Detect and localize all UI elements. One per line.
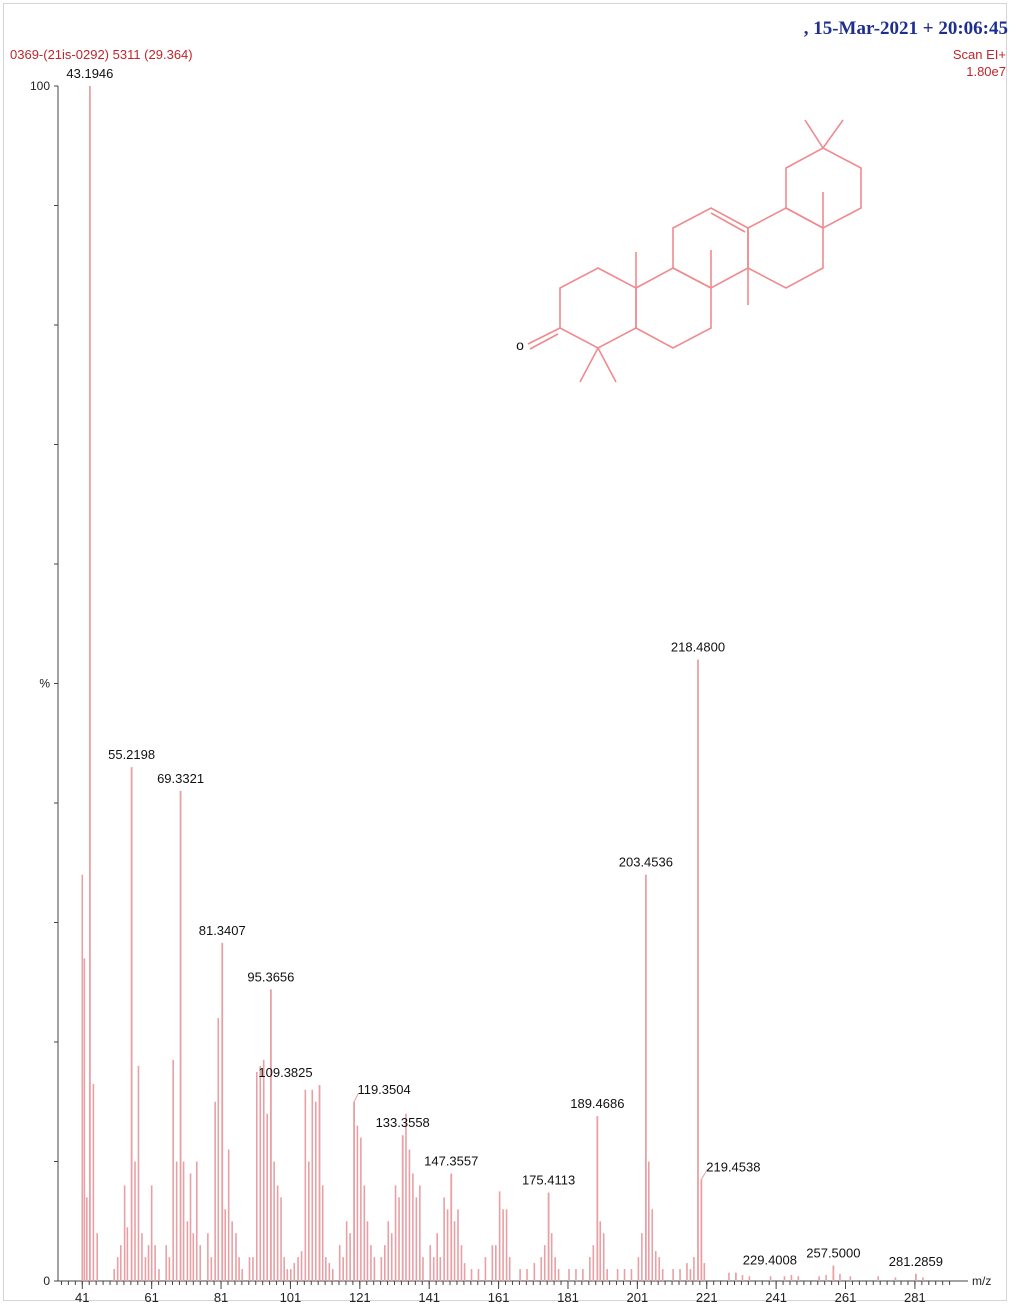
acquisition-datetime: , 15-Mar-2021 + 20:06:45 (803, 18, 1008, 39)
chart-axes: 0% 100 41 61 81 101 121 141 161 181 201 221 241 261 28… (30, 79, 991, 1305)
x-tick-label: 281 (904, 1290, 926, 1305)
x-tick-label: 241 (765, 1290, 787, 1305)
x-tick-label: 161 (488, 1290, 510, 1305)
x-tick-label: 261 (835, 1290, 857, 1305)
peak-label: 109.3825 (258, 1065, 312, 1080)
peak-label: 281.2859 (889, 1254, 943, 1269)
structure-atom-label: o (516, 337, 524, 353)
x-tick-label: 121 (349, 1290, 371, 1305)
peak-label: 203.4536 (619, 855, 673, 870)
label-leader (353, 1093, 359, 1102)
peak-label: 218.4800 (671, 640, 725, 655)
peak-label: 43.1946 (66, 66, 113, 81)
structure-bond (597, 347, 617, 383)
peak-label: 147.3557 (424, 1153, 478, 1168)
x-tick-label: 41 (75, 1290, 89, 1305)
spectrum-frame (3, 3, 1007, 1301)
structure-bond (579, 347, 599, 383)
x-axis-label: m/z (972, 1274, 991, 1288)
x-tick-label: 201 (627, 1290, 649, 1305)
x-tick-label: 81 (214, 1290, 228, 1305)
base-peak-intensity: 1.80e7 (966, 64, 1006, 79)
y-tick-label: % (39, 677, 50, 691)
structure-bond (804, 119, 824, 149)
structure-ring (635, 267, 712, 349)
structure-bond (529, 333, 559, 350)
peak-label: 189.4686 (570, 1096, 624, 1111)
chemical-structure: o (516, 119, 862, 383)
peak-label: 229.4008 (743, 1253, 797, 1268)
structure-ring (747, 207, 824, 289)
peak-label: 219.4538 (706, 1159, 760, 1174)
y-tick-label: 0 (43, 1274, 50, 1288)
structure-bond (822, 119, 844, 149)
y-tick-label: 100 (30, 79, 50, 93)
label-leader (700, 1169, 708, 1180)
peak-label: 257.5000 (806, 1245, 860, 1260)
peak-label: 95.3656 (247, 969, 294, 984)
structure-bond (527, 327, 561, 345)
structure-bond (710, 212, 746, 233)
chart-peaks (81, 86, 924, 1281)
structure-ring (559, 267, 637, 349)
peak-label: 175.4113 (522, 1173, 575, 1188)
scan-mode: Scan EI+ (952, 47, 1006, 62)
peak-label: 69.3321 (157, 771, 204, 786)
x-tick-label: 61 (144, 1290, 158, 1305)
peak-label: 55.2198 (108, 747, 155, 762)
peak-label: 133.3558 (376, 1115, 430, 1130)
x-tick-label: 101 (280, 1290, 302, 1305)
peak-label: 119.3504 (357, 1082, 410, 1097)
peak-label: 81.3407 (199, 923, 246, 938)
sample-label: 0369-(21is-0292) 5311 (29.364) (10, 47, 193, 62)
x-tick-label: 141 (418, 1290, 440, 1305)
x-tick-label: 181 (557, 1290, 579, 1305)
x-tick-label: 221 (696, 1290, 718, 1305)
